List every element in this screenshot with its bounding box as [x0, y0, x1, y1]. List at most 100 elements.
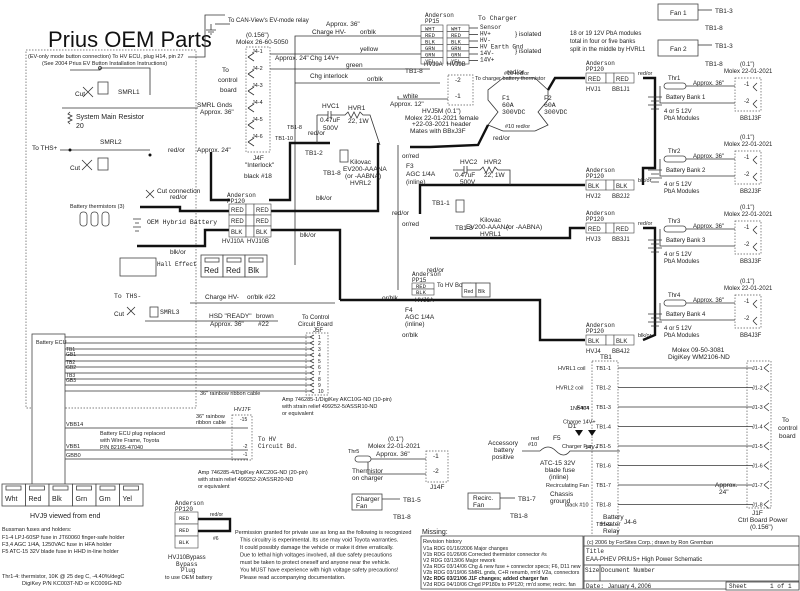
bb-label: BB2J2 [612, 194, 630, 200]
tb-label: TB1-8 [393, 514, 411, 521]
tb-label: TB1-7 [518, 496, 536, 503]
bank-pba: PbA Modules [664, 189, 699, 195]
hvr2-value: 22, 1W [484, 172, 505, 179]
hvj10-cell-label: BLK [256, 230, 267, 236]
f4-label: F4 [405, 307, 413, 314]
smrl2-label: SMRL2 [100, 139, 122, 146]
hvc2-label: HVC2 [460, 159, 478, 166]
thermistor-icon [663, 225, 687, 233]
page-title: Prius OEM Parts [48, 27, 212, 52]
tb1-terminal: TB1-9 [596, 522, 611, 528]
thermistor-label: Thr4 [668, 293, 681, 299]
wire-label: #10 [528, 442, 537, 448]
thermistor-wire [659, 159, 735, 177]
permission-line: Please read accompanying documentation. [240, 575, 346, 581]
connector-pin-icon [309, 346, 315, 352]
approx-label: Approx. 36" [693, 154, 724, 160]
accessory-label: positive [492, 454, 514, 461]
hvj10b-label: HVJ10B [247, 239, 269, 245]
hvc1-rating: 500V [323, 125, 339, 132]
end-view-slot [204, 257, 220, 263]
tb1-8-label: TB1-8 [287, 125, 302, 131]
wire-label: red/or [210, 512, 223, 518]
bank-thermistor-connector [734, 150, 762, 185]
hvj6a-cell-label: RED [416, 283, 427, 290]
thr5-wire [367, 462, 426, 475]
anderson-label: Anderson [586, 210, 615, 217]
approx-label: 24" [719, 489, 729, 496]
wire-label: or/red [402, 153, 419, 160]
cut-label-3: Cut [114, 311, 124, 318]
vbb1-label: VBB1 [66, 444, 80, 450]
j4-pin-label: J4-6 [252, 134, 263, 140]
connector-pin-icon [763, 383, 770, 392]
revision-row: V2 RDG 03/13/06 Major rework [423, 558, 496, 564]
hvrl2-coil-icon [339, 149, 349, 163]
connector-pin-icon [309, 364, 315, 370]
amp-note: with strain relief 499252-2/ASSR20-ND [197, 477, 293, 483]
j1-pin-label: J1-4 [752, 425, 763, 431]
j1f-label: J1F [752, 510, 763, 517]
end-view-slot [29, 485, 45, 491]
hvr2-label: HVR2 [484, 159, 502, 166]
ribbon-label: ribbon cable [196, 420, 226, 426]
wire-label: Chg interlock [310, 73, 349, 80]
bank-pba: PbA Modules [664, 333, 699, 339]
j1f-connector [746, 360, 772, 509]
kilovac-label: Kilovac [480, 217, 502, 224]
thermistor-icon [354, 455, 372, 463]
hvj6a-label: HVJ6A [415, 298, 434, 304]
thr5-label: Thr5 [348, 449, 359, 455]
aabna-label: (or -AABNA) [506, 224, 542, 231]
wire-label: red [531, 436, 539, 442]
approx-label: Approx. 36" [210, 321, 244, 328]
charger-fan-label: Fan [356, 503, 368, 510]
tb1-terminal: TB1-2 [596, 386, 611, 392]
fuse-volts: 300VDC [544, 109, 568, 116]
hvj7f-label: HVJ7F [234, 407, 251, 413]
bypass-label: Bypass [176, 561, 198, 568]
end-view-slot [226, 257, 242, 263]
pin-label: -1 [744, 225, 750, 231]
permission-line: Permission granted for private use as lo… [235, 530, 411, 536]
connector-pin-icon [309, 376, 315, 382]
tb1-8-label: TB1-8 [405, 68, 423, 75]
chassis-ground-label: ground [550, 498, 571, 505]
revision-row: V2c RDG 03/21/06 J1F changes; added char… [423, 576, 548, 582]
ecu-pin-label: TB2 [66, 360, 75, 366]
ev-mode-wire [188, 14, 225, 58]
hall-sensor-body [119, 257, 157, 277]
tb1-source-label: Fans [577, 405, 589, 411]
wire-label: red/or [392, 210, 410, 217]
bypass-label: HVJ10Bypass [168, 555, 206, 561]
permission-line: This circuitry is experimental. Its use … [240, 538, 399, 544]
fan-tb-label: TB1-3 [715, 8, 733, 15]
bank-modules: 4 or 5 12V [664, 109, 692, 115]
wire-label: blk/or [638, 178, 652, 184]
relay-coil-icon [97, 157, 109, 171]
pin-label: -1 [744, 299, 750, 305]
anderson-label: Anderson [227, 192, 256, 199]
f1-fuse-wire [487, 77, 504, 132]
bypass-cell [174, 535, 199, 549]
connector-pin-icon [247, 103, 255, 113]
banks-note: split in the middle by HVRL1 [570, 47, 646, 53]
hv-main-wire [410, 124, 490, 149]
connector-pin-icon [247, 120, 255, 130]
j5f-pin-label: 2 [318, 341, 321, 347]
bb-label: BB4J2 [612, 349, 630, 355]
connector-pin-icon [309, 370, 315, 376]
charge-hv-minus-wire [294, 35, 430, 265]
wire-label: red/or [638, 221, 653, 227]
bank-thermistor-connector [734, 220, 762, 255]
fan-tb-label: TB1-3 [715, 43, 733, 50]
smrl3-label: SMRL3 [160, 309, 180, 316]
approx-label: Approx. 36" [376, 451, 410, 458]
hvj10b-cell [253, 225, 272, 238]
thermistor-wire [659, 86, 735, 104]
hvj10-cell-label: BLK [231, 230, 242, 236]
